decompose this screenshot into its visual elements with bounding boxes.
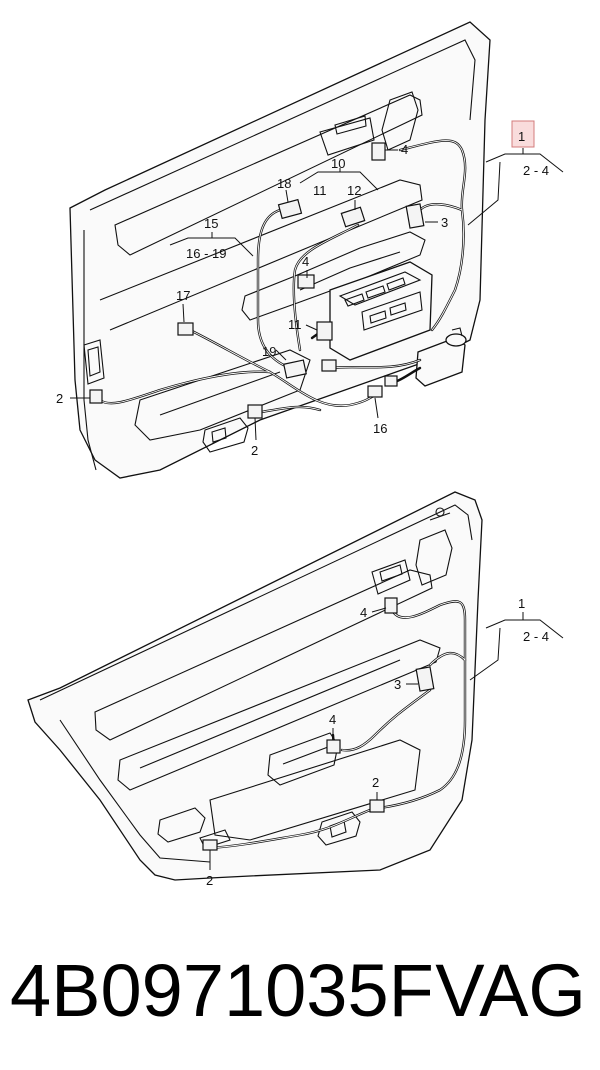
label-16-19: 16 - 19 — [186, 246, 226, 261]
label-19: 19 — [262, 344, 276, 359]
caption-bar: 4B0971035F VAG — [0, 935, 600, 1045]
label-2a: 2 — [56, 391, 63, 406]
label-11b: 11 — [288, 317, 302, 332]
front-door-panel — [69, 21, 491, 479]
connector-3-top — [405, 203, 425, 229]
highlight-box-1 — [511, 120, 535, 148]
rear-label-2b: 2 — [206, 873, 213, 888]
connector-16 — [367, 385, 383, 398]
front-leaders — [70, 120, 564, 441]
connector-4-mid — [297, 274, 315, 289]
connector-17 — [177, 322, 194, 336]
front-harness — [98, 139, 467, 414]
connector-4-top — [371, 142, 386, 161]
label-12: 12 — [347, 183, 361, 198]
rear-label-2-4: 2 - 4 — [523, 629, 549, 644]
connector-16b — [384, 375, 398, 387]
rear-label-1: 1 — [518, 596, 525, 611]
connector-mid-small — [321, 359, 337, 372]
rear-labels: 1 2 - 4 4 3 4 2 2 — [206, 596, 549, 888]
connector-2-left — [89, 389, 103, 404]
rear-label-2a: 2 — [372, 775, 379, 790]
connector-19 — [283, 359, 307, 379]
label-18: 18 — [277, 176, 291, 191]
rear-connector-2-right — [369, 799, 385, 813]
label-1: 1 — [518, 129, 525, 144]
label-15: 15 — [204, 216, 218, 231]
label-16: 16 — [373, 421, 387, 436]
label-2-4: 2 - 4 — [523, 163, 549, 178]
label-17: 17 — [176, 288, 190, 303]
rear-connector-3 — [415, 666, 435, 692]
rear-door-panel — [27, 491, 483, 881]
connector-11b — [316, 321, 333, 341]
label-3: 3 — [441, 215, 448, 230]
label-4a: 4 — [401, 142, 408, 157]
rear-label-3: 3 — [394, 677, 401, 692]
label-2b: 2 — [251, 443, 258, 458]
rear-leaders — [209, 607, 564, 870]
brand-name: VAG — [435, 948, 586, 1032]
rear-connector-2-left — [202, 839, 218, 851]
label-4b: 4 — [302, 254, 309, 269]
rear-label-4a: 4 — [360, 605, 367, 620]
part-number: 4B0971035F — [10, 948, 434, 1032]
front-connectors — [89, 142, 425, 419]
rear-label-4b: 4 — [329, 712, 336, 727]
front-labels: 1 2 - 4 4 10 11 12 3 18 15 16 - 19 4 17 … — [56, 129, 549, 458]
rear-connector-4-top — [384, 597, 398, 614]
connector-12 — [340, 206, 366, 228]
connector-18 — [277, 198, 303, 220]
rear-connector-4-mid — [326, 739, 341, 754]
diagram-svg: 1 2 - 4 4 10 11 12 3 18 15 16 - 19 4 17 … — [27, 21, 564, 888]
label-11: 11 — [313, 183, 327, 198]
label-10: 10 — [331, 156, 345, 171]
connector-2-bottom — [247, 404, 263, 419]
rear-connectors — [202, 597, 435, 851]
